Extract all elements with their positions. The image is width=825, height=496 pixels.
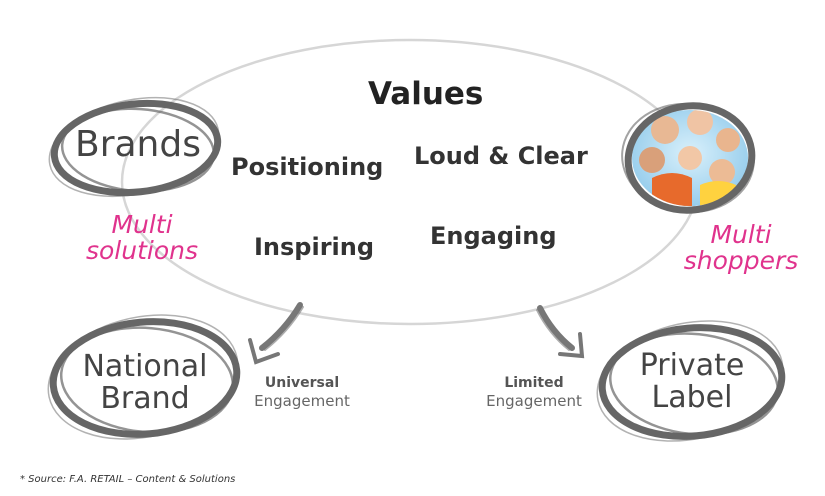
national-engagement: Universal Engagement [244,374,360,412]
brands-tagline: Multi solutions [72,210,212,266]
arrow-to-private [536,305,585,359]
private-engagement-level: Limited [504,375,564,391]
national-engagement-level: Universal [264,375,340,391]
shoppers-brush-circle [621,102,756,214]
private-engagement-word: Engagement [486,392,582,411]
private-line2: Label [651,379,733,415]
national-brand-label: National Brand [70,351,220,414]
shoppers-tagline-line2: shoppers [683,246,799,276]
private-line1: Private [639,348,745,383]
shoppers-photo [621,102,756,214]
brands-label: Brands [75,124,201,165]
national-engagement-word: Engagement [254,392,350,411]
brands-brush-circle [48,96,222,198]
national-line1: National [82,349,208,384]
shoppers-tagline-line1: Multi [710,220,772,249]
word-loud-clear: Loud & Clear [414,142,588,170]
word-inspiring: Inspiring [254,233,375,261]
word-engaging: Engaging [430,222,557,250]
private-engagement: Limited Engagement [476,374,592,412]
private-label-label: Private Label [622,350,762,413]
national-brush-circle [47,314,241,440]
brands-tagline-line2: solutions [85,236,199,266]
brands-tagline-line1: Multi [111,210,173,239]
values-title: Values [368,76,484,112]
arrow-to-national [248,302,304,365]
word-positioning: Positioning [231,153,384,181]
source-footnote: * Source: F.A. RETAIL – Content & Soluti… [20,474,236,485]
private-brush-circle [596,320,786,442]
national-line2: Brand [100,380,190,416]
shoppers-tagline: Multi shoppers [666,220,816,276]
